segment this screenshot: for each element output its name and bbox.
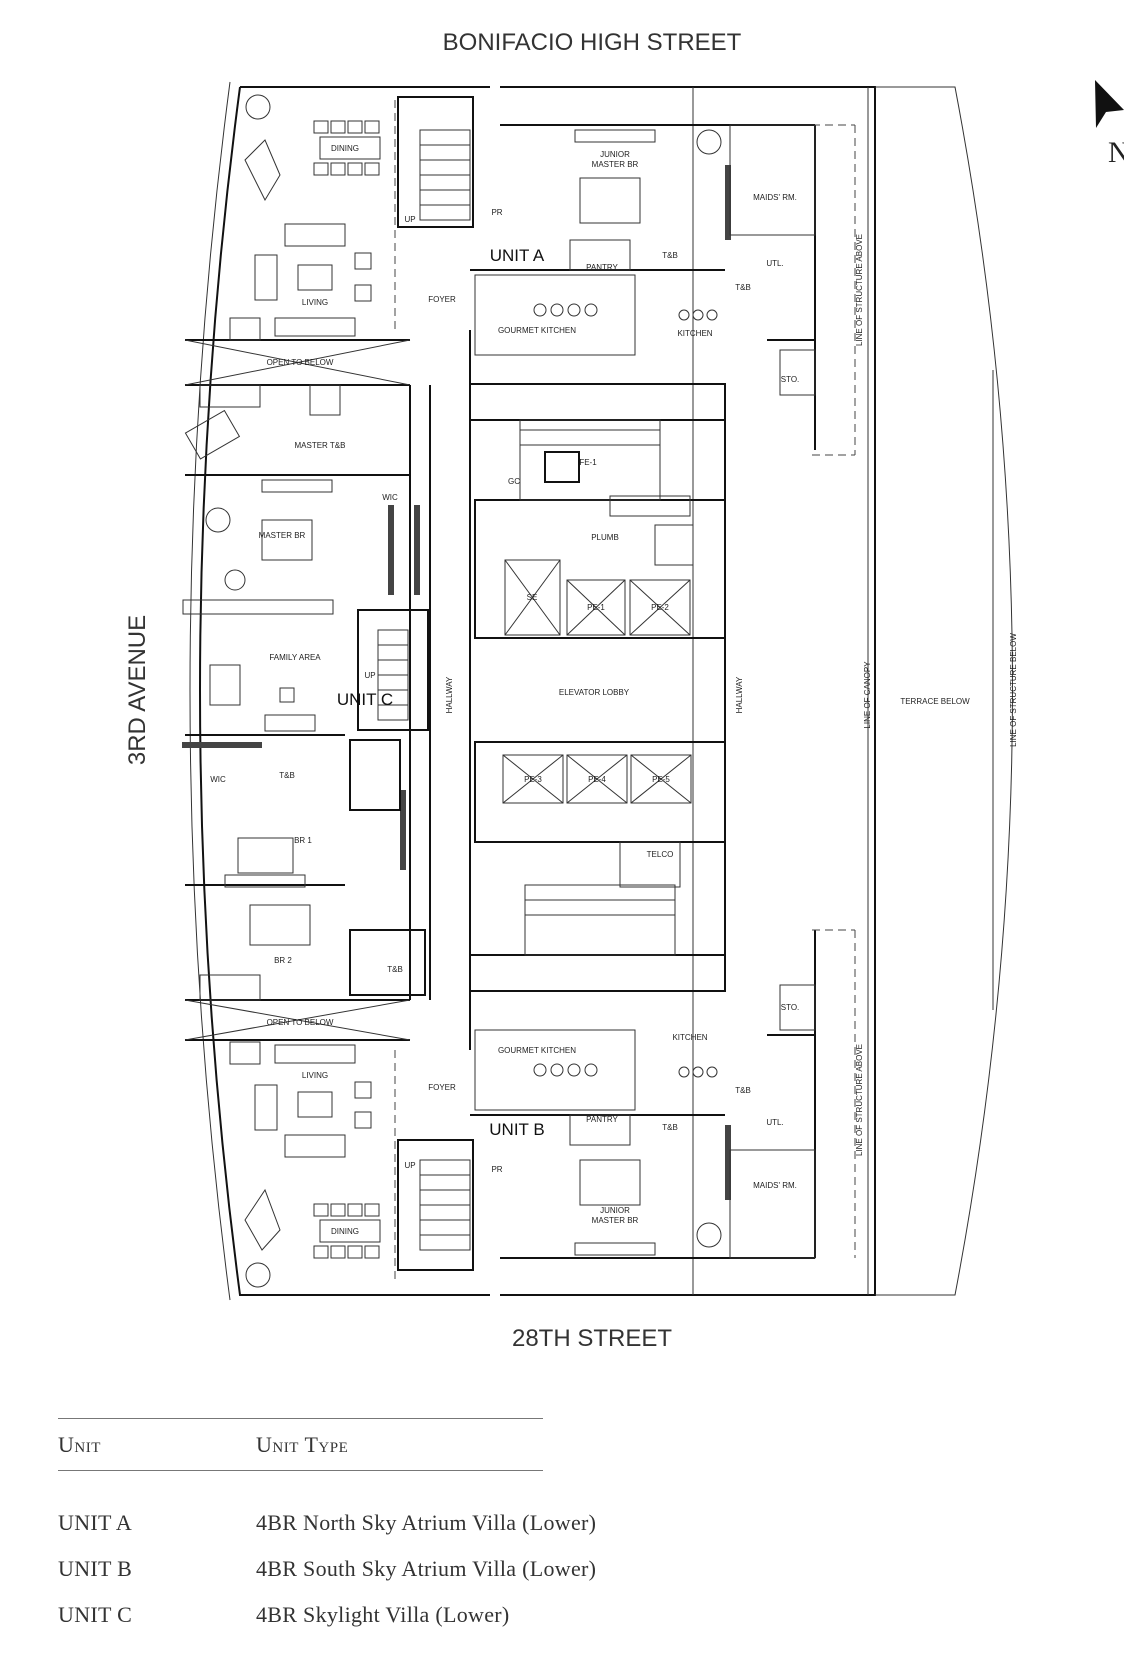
stair-hatching bbox=[377, 129, 471, 1251]
legend-row-unit-b: UNIT B bbox=[58, 1556, 133, 1581]
label-up-top: UP bbox=[404, 215, 415, 224]
legend-row-unit-a: UNIT A bbox=[58, 1510, 133, 1535]
closet-hatching bbox=[182, 165, 731, 1200]
service-rooms bbox=[729, 124, 816, 1259]
label-tb-c2: T&B bbox=[387, 965, 403, 974]
label-line-structure-above-bottom: LINE OF STRUCTURE ABOVE bbox=[855, 1044, 864, 1156]
label-pe1: PE-1 bbox=[587, 603, 605, 612]
label-junior-top-2: MASTER BR bbox=[592, 160, 639, 169]
label-pr-bottom: PR bbox=[491, 1165, 502, 1174]
legend-header-unit: Unit bbox=[58, 1432, 101, 1457]
label-tb-c: T&B bbox=[279, 771, 295, 780]
label-gourmet-top: GOURMET KITCHEN bbox=[498, 326, 576, 335]
label-hallway-right: HALLWAY bbox=[735, 676, 744, 713]
label-maids-bottom: MAIDS' RM. bbox=[753, 1181, 797, 1190]
label-pe2: PE-2 bbox=[651, 603, 669, 612]
label-se: SE bbox=[527, 593, 538, 602]
label-elevator-lobby: ELEVATOR LOBBY bbox=[559, 688, 630, 697]
label-tb-top: T&B bbox=[662, 251, 678, 260]
label-foyer-bottom: FOYER bbox=[428, 1083, 456, 1092]
label-living-top: LIVING bbox=[302, 298, 328, 307]
dining-table-bottom bbox=[244, 1188, 381, 1259]
unit-c-furniture bbox=[182, 384, 426, 1001]
label-telco: TELCO bbox=[647, 850, 674, 859]
label-master-tb: MASTER T&B bbox=[295, 441, 346, 450]
dining-table-top bbox=[244, 120, 381, 202]
unit-a-label: UNIT A bbox=[490, 246, 545, 265]
label-terrace-below: TERRACE BELOW bbox=[900, 697, 970, 706]
label-living-bottom: LIVING bbox=[302, 1071, 328, 1080]
label-sto-top: STO. bbox=[781, 375, 800, 384]
label-up-c: UP bbox=[364, 671, 375, 680]
legend-row-type-b: 4BR South Sky Atrium Villa (Lower) bbox=[256, 1556, 597, 1581]
label-pe5: PE-5 bbox=[652, 775, 670, 784]
label-family-area: FAMILY AREA bbox=[269, 653, 321, 662]
label-open-below-2: OPEN TO BELOW bbox=[267, 1018, 334, 1027]
label-plumb: PLUMB bbox=[591, 533, 619, 542]
label-dining-top: DINING bbox=[331, 144, 359, 153]
legend-header-type: Unit Type bbox=[256, 1432, 349, 1457]
kitchen-fixtures bbox=[474, 239, 718, 1146]
label-gourmet-bottom: GOURMET KITCHEN bbox=[498, 1046, 576, 1055]
label-wic-top: WIC bbox=[382, 493, 398, 502]
label-up-bottom: UP bbox=[404, 1161, 415, 1170]
legend-row-type-a: 4BR North Sky Atrium Villa (Lower) bbox=[256, 1510, 597, 1535]
label-pantry-top: PANTRY bbox=[586, 263, 618, 272]
legend-rule-header bbox=[58, 1470, 543, 1471]
living-furniture-bottom bbox=[229, 1041, 372, 1158]
label-tb-top-2: T&B bbox=[735, 283, 751, 292]
label-fe1: FE-1 bbox=[579, 458, 597, 467]
label-br2: BR 2 bbox=[274, 956, 292, 965]
floor-plan: BONIFACIO HIGH STREET 28TH STREET 3RD AV… bbox=[124, 29, 1124, 1352]
living-furniture-top bbox=[229, 223, 372, 341]
label-pantry-bottom: PANTRY bbox=[586, 1115, 618, 1124]
label-hallway-left: HALLWAY bbox=[445, 676, 454, 713]
compass-letter: N bbox=[1108, 136, 1124, 169]
label-pe3: PE-3 bbox=[524, 775, 542, 784]
label-junior-bottom-1: JUNIOR bbox=[600, 1206, 630, 1215]
label-utl-bottom: UTL. bbox=[766, 1118, 783, 1127]
building-outline bbox=[189, 81, 1013, 1301]
label-gc: GC bbox=[508, 477, 520, 486]
street-label-north: BONIFACIO HIGH STREET bbox=[443, 29, 742, 56]
street-label-west: 3RD AVENUE bbox=[124, 615, 151, 765]
label-junior-bottom-2: MASTER BR bbox=[592, 1216, 639, 1225]
label-kitchen-top: KITCHEN bbox=[677, 329, 712, 338]
unit-b-label: UNIT B bbox=[489, 1120, 544, 1139]
label-tb-bottom-2: T&B bbox=[735, 1086, 751, 1095]
room-labels: DINING LIVING FOYER JUNIOR MASTER BR MAI… bbox=[210, 144, 1018, 1236]
label-utl-top: UTL. bbox=[766, 259, 783, 268]
label-br1: BR 1 bbox=[294, 836, 312, 845]
label-junior-top-1: JUNIOR bbox=[600, 150, 630, 159]
label-pr-top: PR bbox=[491, 208, 502, 217]
label-line-structure-above-top: LINE OF STRUCTURE ABOVE bbox=[855, 234, 864, 346]
north-arrow-icon bbox=[1095, 80, 1124, 128]
label-tb-bottom: T&B bbox=[662, 1123, 678, 1132]
legend-row-type-c: 4BR Skylight Villa (Lower) bbox=[256, 1602, 510, 1627]
label-line-of-canopy: LINE OF CANOPY bbox=[863, 661, 872, 729]
legend-rule-top bbox=[58, 1418, 543, 1419]
label-maids-top: MAIDS' RM. bbox=[753, 193, 797, 202]
label-wic-c: WIC bbox=[210, 775, 226, 784]
legend-row-unit-c: UNIT C bbox=[58, 1602, 133, 1627]
label-pe4: PE-4 bbox=[588, 775, 606, 784]
label-dining-bottom: DINING bbox=[331, 1227, 359, 1236]
street-label-south: 28TH STREET bbox=[512, 1325, 672, 1352]
columns bbox=[245, 94, 722, 1288]
label-kitchen-bottom: KITCHEN bbox=[672, 1033, 707, 1042]
unit-c-label: UNIT C bbox=[337, 690, 393, 709]
label-foyer-top: FOYER bbox=[428, 295, 456, 304]
label-sto-bottom: STO. bbox=[781, 1003, 800, 1012]
label-master-br: MASTER BR bbox=[259, 531, 306, 540]
label-line-structure-below: LINE OF STRUCTURE BELOW bbox=[1009, 633, 1018, 747]
label-open-below-1: OPEN TO BELOW bbox=[267, 358, 334, 367]
junior-master-beds bbox=[574, 129, 656, 1256]
